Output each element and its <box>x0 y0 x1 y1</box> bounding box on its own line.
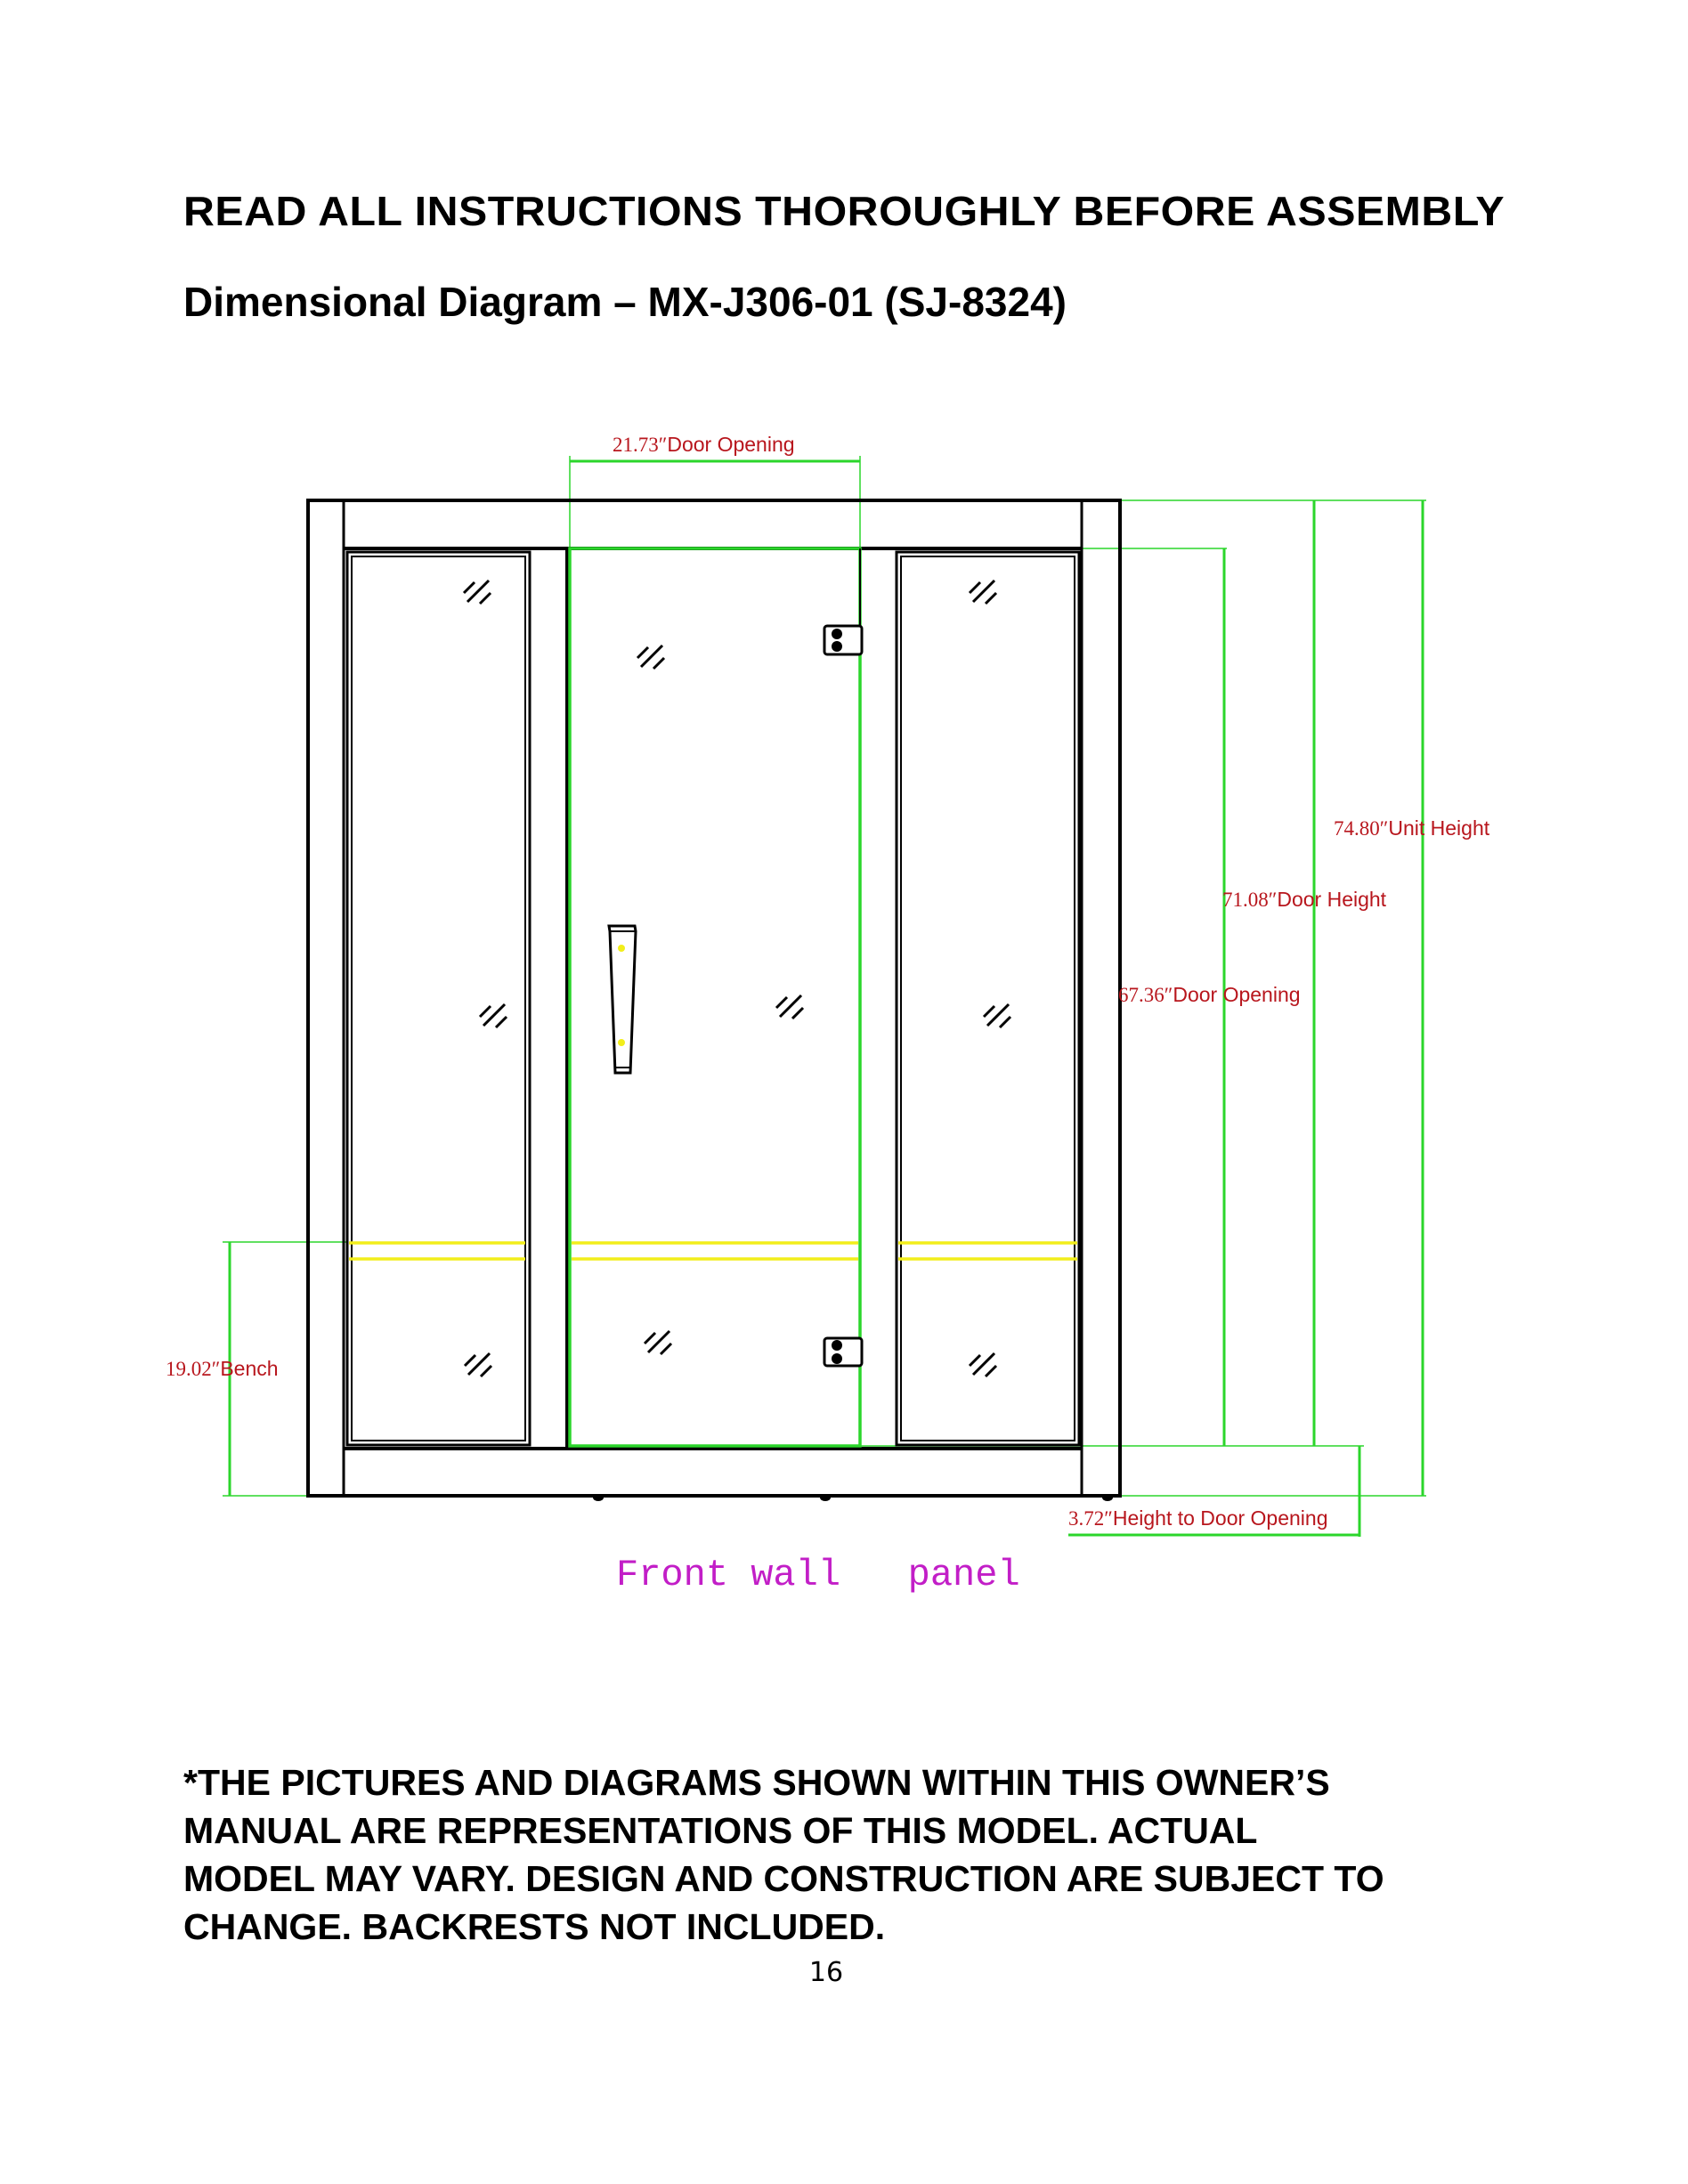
dim-door-opening-width: 21.73″Door Opening <box>613 433 795 456</box>
dim-unit-height: 74.80″Unit Height <box>1334 816 1490 840</box>
left-glass-panel <box>345 550 532 1447</box>
bench-lines <box>349 1241 1077 1261</box>
right-glass-panel <box>895 550 1081 1447</box>
door-hinge-bottom <box>823 1336 864 1368</box>
door-hinge-top <box>823 624 864 656</box>
door-handle <box>607 924 637 1075</box>
diagram-caption: Front wall panel <box>616 1554 1020 1596</box>
assembly-warning-heading: READ ALL INSTRUCTIONS THOROUGHLY BEFORE … <box>183 188 1505 234</box>
disclaimer-line: MODEL MAY VARY. DESIGN AND CONSTRUCTION … <box>183 1858 1384 1899</box>
dim-height-to-door-opening: 3.72″Height to Door Opening <box>1068 1506 1328 1530</box>
feet <box>593 1494 1113 1501</box>
dim-bench: 19.02″Bench <box>166 1357 279 1380</box>
disclaimer-line: MANUAL ARE REPRESENTATIONS OF THIS MODEL… <box>183 1810 1258 1851</box>
page-title: Dimensional Diagram – MX-J306-01 (SJ-832… <box>183 279 1067 325</box>
glass-door <box>565 547 862 1449</box>
disclaimer-line: *THE PICTURES AND DIAGRAMS SHOWN WITHIN … <box>183 1762 1330 1803</box>
page-number: 16 <box>808 1957 844 1988</box>
dimensional-diagram: 21.73″Door Opening 74.80″Unit Height 71.… <box>166 433 1490 1596</box>
disclaimer: *THE PICTURES AND DIAGRAMS SHOWN WITHIN … <box>183 1758 1572 1951</box>
disclaimer-line: CHANGE. BACKRESTS NOT INCLUDED. <box>183 1906 886 1947</box>
dim-door-height: 71.08″Door Height <box>1222 888 1387 911</box>
dim-door-opening-height: 67.36″Door Opening <box>1118 983 1301 1006</box>
sauna-front-frame <box>306 499 1122 1498</box>
